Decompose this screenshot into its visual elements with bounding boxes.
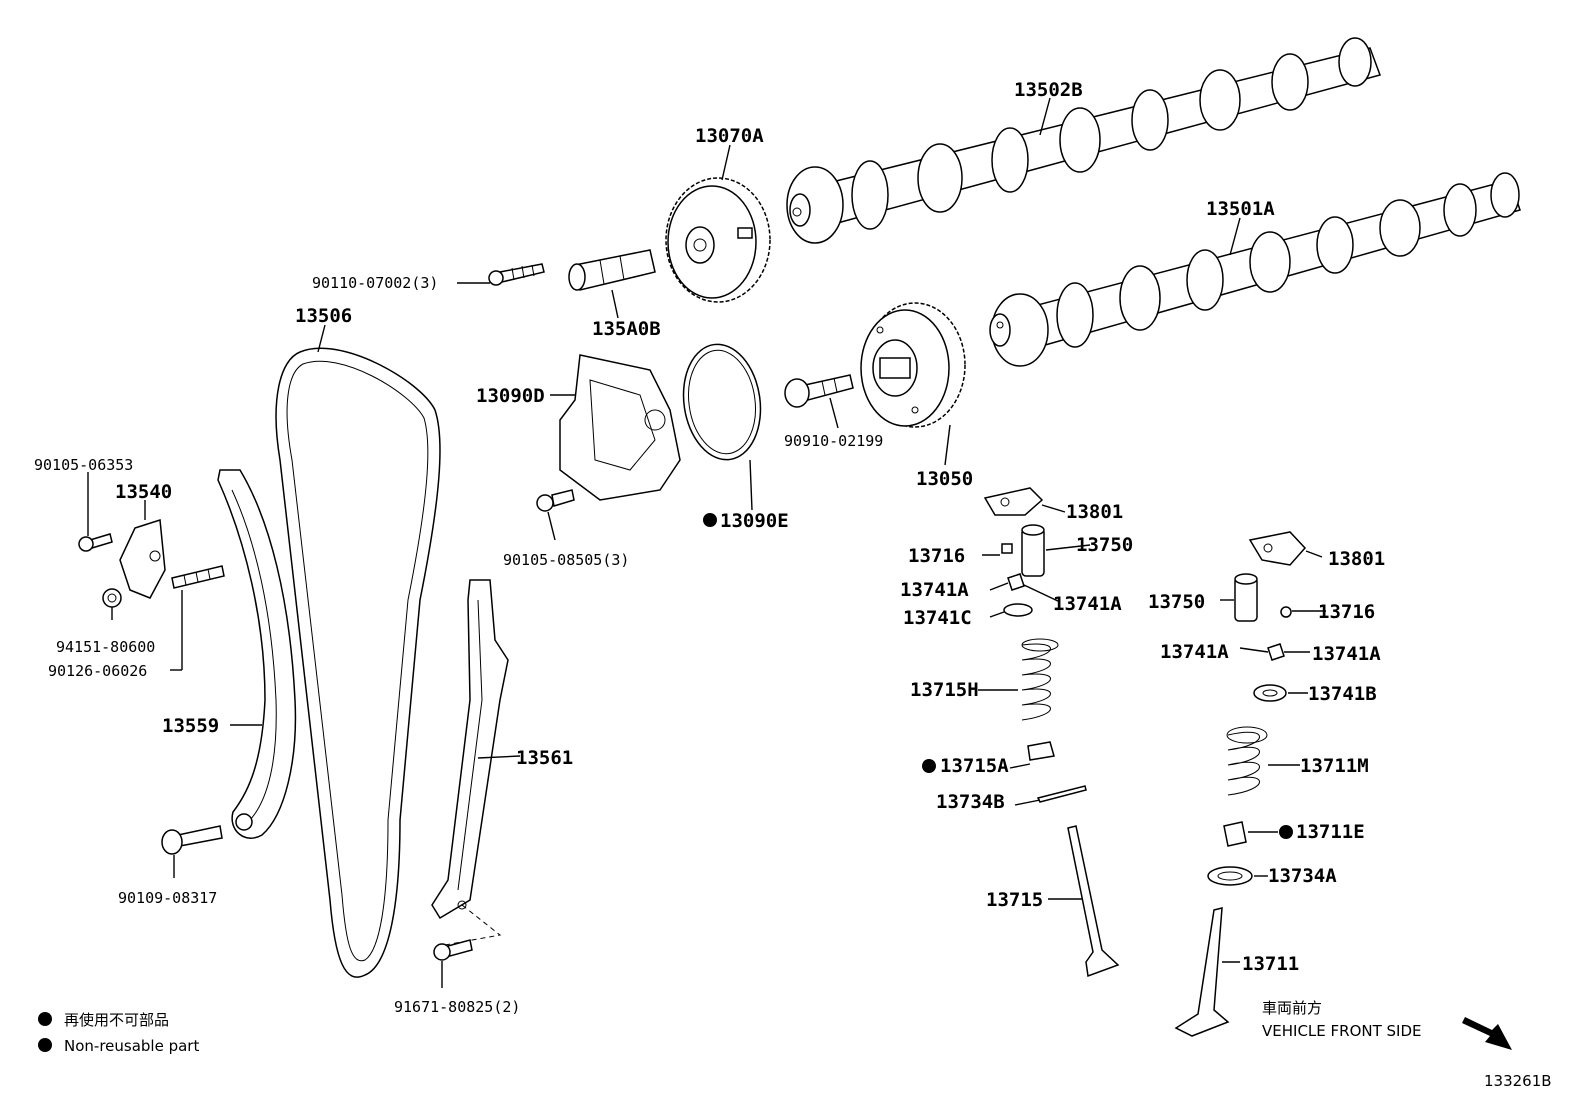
lash-adjuster-13750-b	[1234, 573, 1258, 622]
label-13090E: 13090E	[720, 510, 789, 532]
washer-13734B	[1036, 785, 1087, 803]
stud-90126-06026	[171, 565, 225, 589]
legend: 再使用不可部品 Non-reusable part	[64, 1011, 199, 1055]
vehicle-front-arrow-icon	[1462, 1017, 1512, 1050]
label-13741B: 13741B	[1308, 683, 1377, 705]
non-reusable-marker	[1279, 825, 1293, 839]
legend-marker	[38, 1012, 52, 1026]
label-13801-b: 13801	[1328, 548, 1385, 570]
label-13741A-b: 13741A	[1053, 593, 1122, 615]
non-reusable-marker	[703, 513, 717, 527]
label-90109-08317: 90109-08317	[118, 889, 217, 907]
chain-guide-13559	[217, 469, 297, 839]
direction-note: 車両前方 VEHICLE FRONT SIDE	[1262, 999, 1422, 1040]
label-13715: 13715	[986, 889, 1043, 911]
leader-lines	[87, 97, 1326, 988]
label-13506: 13506	[295, 305, 352, 327]
label-13734B: 13734B	[936, 791, 1005, 813]
exhaust-valve-13711	[1174, 907, 1230, 1037]
label-13715A: 13715A	[940, 755, 1009, 777]
label-13070A: 13070A	[695, 125, 764, 147]
label-13741A-c: 13741A	[1160, 641, 1229, 663]
legend-marker	[38, 1038, 52, 1052]
cover-13090D	[559, 354, 681, 501]
label-13501A: 13501A	[1206, 198, 1275, 220]
rocker-arm-13801-b	[1248, 531, 1307, 566]
label-13801-a: 13801	[1066, 501, 1123, 523]
legend-japanese: 再使用不可部品	[64, 1011, 169, 1029]
bolt-90105-06353	[78, 533, 113, 552]
label-13741A-a: 13741A	[900, 579, 969, 601]
nut-94151-80600	[102, 588, 122, 608]
lash-adjuster-13750-a	[1021, 524, 1045, 577]
timing-chain-13506	[275, 347, 441, 978]
valve-spring-13715H	[1021, 638, 1059, 721]
rocker-arm-13801-a	[983, 487, 1044, 516]
label-135A0B: 135A0B	[592, 318, 661, 340]
oil-control-valve-135A0B	[568, 249, 656, 291]
label-90110-07002: 90110-07002(3)	[312, 274, 438, 292]
intake-valve-13715	[1067, 825, 1120, 978]
label-90105-06353: 90105-06353	[34, 456, 133, 474]
label-13716-a: 13716	[908, 545, 965, 567]
label-13711: 13711	[1242, 953, 1299, 975]
retainer-13741B	[1253, 684, 1287, 702]
valve-lifter-13716-b	[1280, 606, 1292, 618]
label-90105-08505: 90105-08505(3)	[503, 551, 629, 569]
label-13540: 13540	[115, 481, 172, 503]
label-13711E: 13711E	[1296, 821, 1365, 843]
label-13090D: 13090D	[476, 385, 545, 407]
camshaft-intake-13501A	[989, 172, 1521, 367]
valve-spring-13711M	[1226, 726, 1268, 796]
label-13734A: 13734A	[1268, 865, 1337, 887]
part-labels: 13502B 13070A 13501A 90110-07002(3) 135A…	[34, 79, 1385, 1016]
label-13050: 13050	[916, 468, 973, 490]
direction-japanese: 車両前方	[1262, 999, 1322, 1017]
label-13711M: 13711M	[1300, 755, 1369, 777]
direction-english: VEHICLE FRONT SIDE	[1262, 1022, 1422, 1040]
retainer-13741C	[1003, 603, 1033, 617]
bolt-90110-07002	[488, 263, 545, 286]
label-13715H: 13715H	[910, 679, 979, 701]
figure-id: 133261B	[1484, 1072, 1552, 1090]
label-90126-06026: 90126-06026	[48, 662, 147, 680]
bolt-90105-08505	[536, 489, 575, 512]
label-94151-80600: 94151-80600	[56, 638, 155, 656]
label-13502B: 13502B	[1014, 79, 1083, 101]
label-90910-02199: 90910-02199	[784, 432, 883, 450]
label-13741A-d: 13741A	[1312, 643, 1381, 665]
legend-english: Non-reusable part	[64, 1037, 199, 1055]
label-13561: 13561	[516, 747, 573, 769]
camshaft-exhaust-13502B	[786, 37, 1381, 244]
label-13716-b: 13716	[1318, 601, 1375, 623]
label-13559: 13559	[162, 715, 219, 737]
label-13741C: 13741C	[903, 607, 972, 629]
valve-lifter-13716-a	[1001, 543, 1013, 554]
non-reusable-marker	[922, 759, 936, 773]
label-91671-80825: 91671-80825(2)	[394, 998, 520, 1016]
vvt-sprocket-13070A	[665, 177, 771, 303]
bolt-90109-08317	[161, 825, 223, 855]
label-13750-a: 13750	[1076, 534, 1133, 556]
keeper-13741A-a	[1007, 573, 1025, 591]
vvt-sprocket-13050	[860, 302, 966, 428]
valve-seal-13711E	[1223, 821, 1247, 847]
keeper-13741A-c	[1267, 643, 1285, 661]
chain-guide-13561	[431, 579, 509, 920]
label-13750-b: 13750	[1148, 591, 1205, 613]
bolt-91671-80825	[433, 904, 502, 961]
washer-13734A	[1207, 866, 1253, 886]
gasket-13090E	[682, 343, 762, 461]
bolt-90910-02199	[784, 374, 854, 408]
valve-seal-13715A	[1027, 741, 1055, 761]
tensioner-13540	[119, 519, 166, 599]
